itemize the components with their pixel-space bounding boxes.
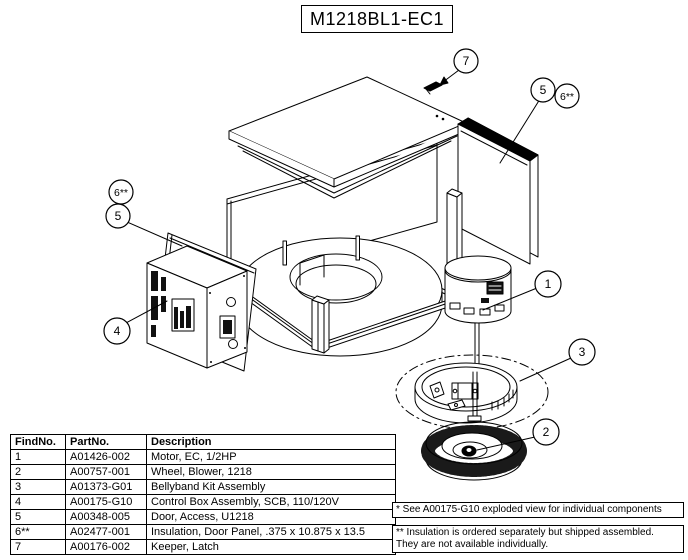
findno-cell: 7 xyxy=(10,539,66,555)
header-partno: PartNo. xyxy=(65,434,147,450)
table-row: 2 A00757-001 Wheel, Blower, 1218 xyxy=(10,464,396,480)
description-cell: Control Box Assembly, SCB, 110/120V xyxy=(146,494,396,510)
description-cell: Door, Access, U1218 xyxy=(146,509,396,525)
blower-wheel xyxy=(421,421,527,481)
access-door-right xyxy=(457,117,539,265)
table-row: 4 A00175-G10 Control Box Assembly, SCB, … xyxy=(10,494,396,510)
partno-cell: A02477-001 xyxy=(65,524,147,540)
findno-cell: 2 xyxy=(10,464,66,480)
callout-6-right: 6** xyxy=(554,83,580,109)
callout-7: 7 xyxy=(453,48,479,74)
partno-cell: A00757-001 xyxy=(65,464,147,480)
table-row: 5 A00348-005 Door, Access, U1218 xyxy=(10,509,396,525)
callout-2: 2 xyxy=(532,418,560,446)
findno-cell: 6** xyxy=(10,524,66,540)
svg-text:5: 5 xyxy=(540,83,547,97)
description-cell: Bellyband Kit Assembly xyxy=(146,479,396,495)
svg-text:3: 3 xyxy=(579,345,586,359)
callout-3: 3 xyxy=(568,338,596,366)
svg-text:6**: 6** xyxy=(114,187,128,199)
model-number-title: M1218BL1-EC1 xyxy=(301,5,453,33)
partno-cell: A00175-G10 xyxy=(65,494,147,510)
description-cell: Wheel, Blower, 1218 xyxy=(146,464,396,480)
description-cell: Insulation, Door Panel, .375 x 10.875 x … xyxy=(146,524,396,540)
table-row: 1 A01426-002 Motor, EC, 1/2HP xyxy=(10,449,396,465)
svg-text:7: 7 xyxy=(463,54,470,68)
footnote-insulation: ** Insulation is ordered separately but … xyxy=(392,525,684,553)
keeper-latch xyxy=(423,81,443,95)
svg-text:6**: 6** xyxy=(560,91,574,103)
table-row: 3 A01373-G01 Bellyband Kit Assembly xyxy=(10,479,396,495)
partno-cell: A01426-002 xyxy=(65,449,147,465)
description-cell: Keeper, Latch xyxy=(146,539,396,555)
header-description: Description xyxy=(146,434,396,450)
svg-text:2: 2 xyxy=(543,425,550,439)
partno-cell: A00348-005 xyxy=(65,509,147,525)
callout-1: 1 xyxy=(534,270,562,298)
partno-cell: A01373-G01 xyxy=(65,479,147,495)
control-box xyxy=(146,245,248,369)
parts-table: FindNo. PartNo. Description 1 A01426-002… xyxy=(10,434,396,555)
svg-text:4: 4 xyxy=(114,324,121,338)
findno-cell: 4 xyxy=(10,494,66,510)
mounting-studs xyxy=(282,235,360,266)
table-row: 7 A00176-002 Keeper, Latch xyxy=(10,539,396,555)
bellyband-assembly xyxy=(395,354,549,430)
partno-cell: A00176-002 xyxy=(65,539,147,555)
motor xyxy=(444,255,512,373)
base-frame xyxy=(242,289,461,352)
callout-5-right: 5 xyxy=(530,77,556,103)
findno-cell: 5 xyxy=(10,509,66,525)
findno-cell: 1 xyxy=(10,449,66,465)
svg-text:5: 5 xyxy=(115,209,122,223)
table-header-row: FindNo. PartNo. Description xyxy=(10,434,396,450)
findno-cell: 3 xyxy=(10,479,66,495)
callout-6-left: 6** xyxy=(108,179,134,205)
callout-4: 4 xyxy=(103,317,131,345)
svg-text:1: 1 xyxy=(545,277,552,291)
table-row: 6** A02477-001 Insulation, Door Panel, .… xyxy=(10,524,396,540)
description-cell: Motor, EC, 1/2HP xyxy=(146,449,396,465)
footnote-components: * See A00175-G10 exploded view for indiv… xyxy=(392,502,684,518)
callout-5-left: 5 xyxy=(105,203,131,229)
header-findno: FindNo. xyxy=(10,434,66,450)
callout-leaders xyxy=(125,69,572,451)
front-corner-post xyxy=(311,295,330,354)
